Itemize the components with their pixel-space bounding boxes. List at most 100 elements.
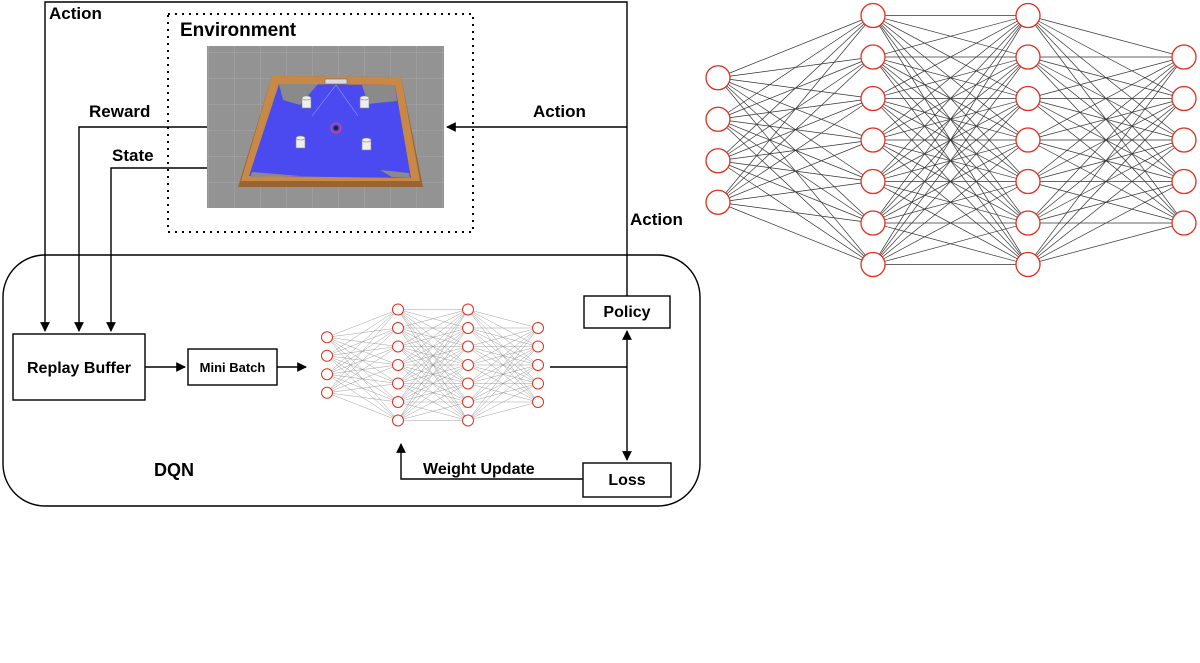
loss-label: Loss <box>608 472 645 489</box>
large-neural-network <box>705 2 1197 278</box>
network-neuron <box>392 303 404 316</box>
network-connection <box>397 383 469 421</box>
network-neuron <box>1015 127 1041 153</box>
network-neuron <box>860 168 886 195</box>
network-neuron <box>321 386 333 399</box>
network-connection <box>717 98 874 203</box>
network-connection <box>326 364 399 393</box>
dqn-neural-network <box>321 303 544 427</box>
network-connection <box>872 222 1029 265</box>
network-neuron <box>860 127 886 153</box>
network-connection <box>397 309 469 421</box>
network-connection <box>717 201 874 265</box>
network-neuron <box>462 414 474 427</box>
network-connection <box>1027 56 1185 224</box>
network-neuron <box>532 377 544 390</box>
network-connection <box>326 327 399 393</box>
network-connection <box>1027 56 1185 141</box>
network-connection <box>326 392 399 403</box>
network-connection <box>467 364 539 421</box>
network-neuron <box>860 210 886 236</box>
network-connection <box>467 327 539 403</box>
network-connection <box>717 15 874 162</box>
network-neuron <box>532 340 544 353</box>
network-connection <box>872 181 1029 265</box>
policy-label: Policy <box>603 304 650 321</box>
network-connection <box>397 309 469 384</box>
network-neuron <box>532 396 544 408</box>
network-connection <box>467 346 539 421</box>
network-connection <box>397 401 469 421</box>
network-neuron <box>1015 168 1041 195</box>
replay-buffer-label: Replay Buffer <box>27 360 131 377</box>
replay-buffer-box: Replay Buffer <box>12 333 146 401</box>
network-neuron <box>462 396 474 408</box>
network-connection <box>717 15 874 203</box>
network-connection <box>397 364 469 421</box>
network-connection <box>467 401 539 421</box>
network-neuron <box>321 349 333 362</box>
network-connection <box>326 346 399 393</box>
network-neuron <box>462 359 474 371</box>
environment-box <box>167 13 474 233</box>
network-connection <box>872 15 1029 99</box>
network-connection <box>717 56 874 203</box>
reward-label: Reward <box>89 102 150 121</box>
network-neuron <box>1171 168 1197 195</box>
action-top-label: Action <box>49 4 102 23</box>
network-neuron <box>860 251 886 278</box>
network-neuron <box>1171 127 1197 153</box>
network-neuron <box>462 340 474 353</box>
network-connection <box>467 383 539 421</box>
network-neuron <box>321 368 333 381</box>
network-neuron <box>532 322 544 334</box>
network-neuron <box>392 377 404 390</box>
network-connection <box>1027 222 1185 265</box>
network-neuron <box>392 414 404 427</box>
network-neuron <box>860 2 886 29</box>
network-neuron <box>705 65 731 91</box>
mini-batch-label: Mini Batch <box>200 360 266 375</box>
network-neuron <box>462 303 474 316</box>
network-neuron <box>392 340 404 353</box>
network-connection <box>397 309 469 403</box>
state-line <box>106 167 207 332</box>
network-connection <box>717 201 874 224</box>
network-neuron <box>1015 85 1041 112</box>
network-neuron <box>1171 85 1197 112</box>
network-neuron <box>1015 210 1041 236</box>
network-neuron <box>462 322 474 334</box>
network-connection <box>1027 98 1185 265</box>
network-connection <box>717 15 874 79</box>
network-neuron <box>1171 44 1197 70</box>
network-connection <box>872 15 1029 182</box>
network-connection <box>326 309 399 393</box>
network-connection <box>872 15 1029 58</box>
network-neuron <box>705 148 731 174</box>
action-loop-line <box>40 1 628 332</box>
network-neuron <box>462 377 474 390</box>
network-connection <box>872 139 1029 265</box>
action-right-label: Action <box>533 102 586 121</box>
dqn-label: DQN <box>154 460 194 480</box>
policy-box: Policy <box>583 295 671 329</box>
environment-scene <box>207 46 444 208</box>
network-neuron <box>860 85 886 112</box>
network-connection <box>717 181 874 203</box>
network-neuron <box>705 189 731 215</box>
network-connection <box>397 346 469 421</box>
network-connection <box>467 327 539 366</box>
mini-batch-box: Mini Batch <box>187 348 278 386</box>
network-connection <box>326 309 399 375</box>
network-neuron <box>1171 210 1197 236</box>
network-connection <box>717 139 874 203</box>
loss-box: Loss <box>582 462 672 498</box>
weight-update-label: Weight Update <box>423 461 535 478</box>
network-connection <box>872 56 1029 265</box>
weight-update-line <box>396 443 583 480</box>
network-connection <box>467 327 539 421</box>
network-connection <box>326 383 399 393</box>
network-neuron <box>392 359 404 371</box>
dqn-container <box>2 254 701 507</box>
state-label: State <box>112 146 154 165</box>
